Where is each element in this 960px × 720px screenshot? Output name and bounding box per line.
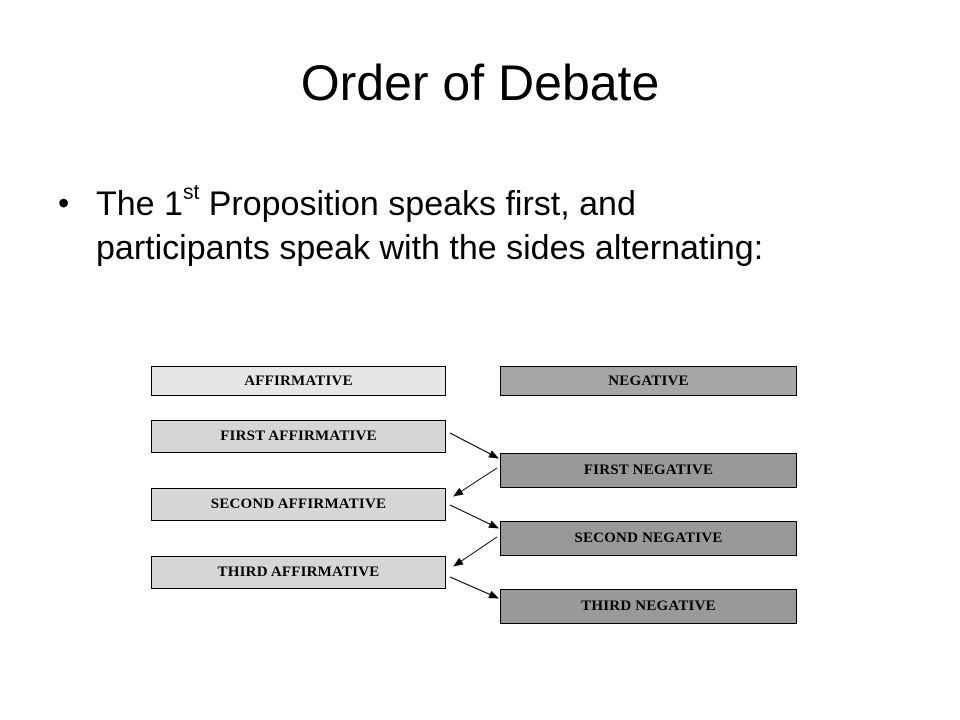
page-title: Order of Debate	[300, 55, 660, 111]
arrow-second-aff-to-second-neg	[449, 504, 499, 529]
first-negative-box: FIRST NEGATIVE	[500, 453, 797, 488]
arrow-third-aff-to-third-neg	[449, 576, 499, 599]
arrow-first-neg-to-second-aff	[453, 467, 498, 497]
second-negative-box: SECOND NEGATIVE	[500, 521, 797, 556]
first-affirmative-box: FIRST AFFIRMATIVE	[151, 420, 446, 453]
third-affirmative-box: THIRD AFFIRMATIVE	[151, 556, 446, 589]
affirmative-header: AFFIRMATIVE	[151, 366, 446, 396]
bullet-marker: •	[58, 185, 70, 221]
second-affirmative-box: SECOND AFFIRMATIVE	[151, 488, 446, 521]
arrow-second-neg-to-third-aff	[453, 536, 498, 567]
bullet-text-rest: Proposition speaks first, and participan…	[96, 185, 764, 267]
bullet-text: The 1st Proposition speaks first, and pa…	[96, 182, 816, 270]
third-negative-box: THIRD NEGATIVE	[500, 589, 797, 624]
arrow-first-aff-to-first-neg	[449, 432, 499, 459]
bullet-text-start: The 1	[96, 185, 183, 223]
bullet-superscript: st	[182, 180, 200, 204]
negative-header: NEGATIVE	[500, 366, 797, 396]
